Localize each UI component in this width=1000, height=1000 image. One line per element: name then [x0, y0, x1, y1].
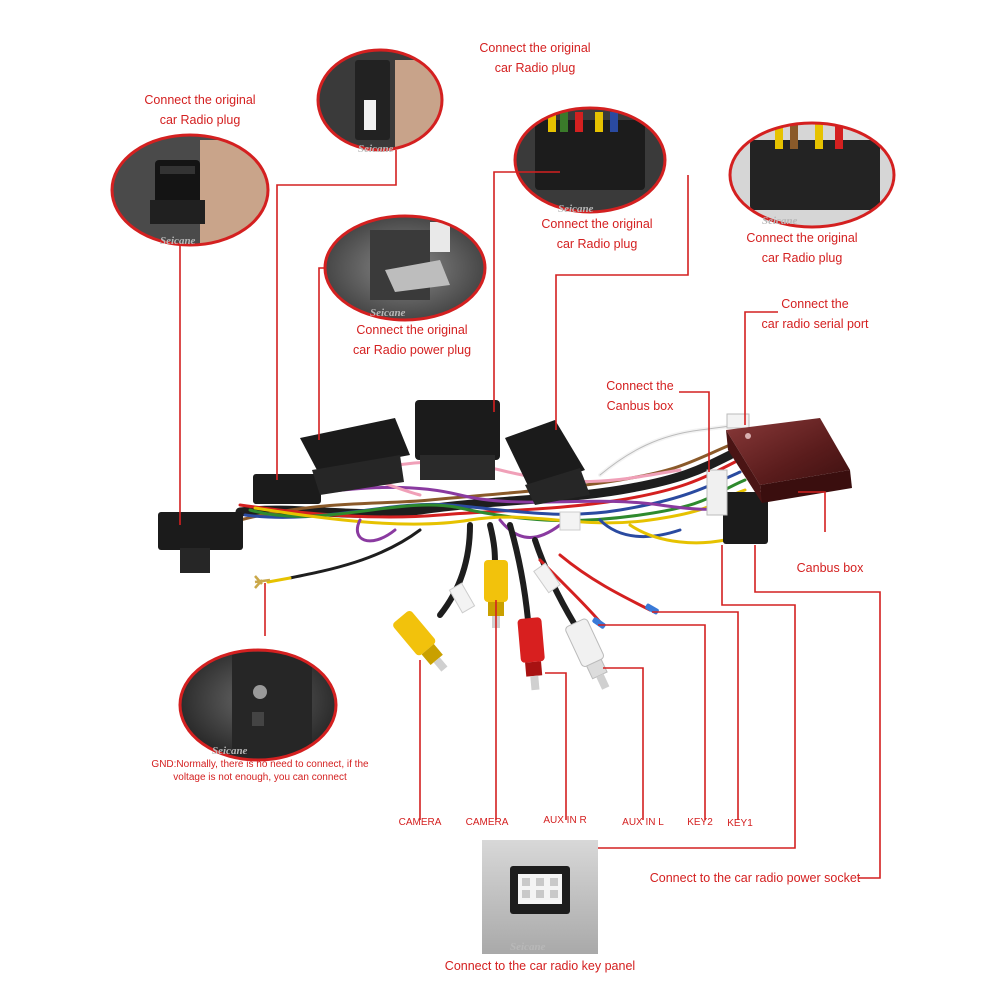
label-key-panel: Connect to the car radio key panel: [444, 959, 636, 973]
label-canbus-connect: Connect the Canbus box: [606, 379, 674, 413]
label-radio-plug-mid: Connect the original car Radio plug: [541, 217, 653, 251]
label-key2: KEY2: [687, 817, 713, 828]
photo-radio-power-plug: Seicane: [323, 214, 487, 322]
label-gnd-note: GND:Normally, there is no need to connec…: [151, 759, 369, 783]
watermark: Seicane: [212, 745, 248, 757]
watermark: Seicane: [558, 203, 594, 215]
rca-plugs: [393, 560, 610, 691]
canbus-box: [726, 418, 852, 503]
photo-radio-plug-mid: Seicane: [513, 106, 667, 215]
label-radio-plug-left: Connect the original car Radio plug: [144, 93, 256, 127]
harness-connectors: [158, 400, 768, 629]
label-camera-1: CAMERA: [398, 817, 442, 828]
label-aux-in-l: AUX IN L: [622, 817, 664, 828]
label-radio-plug-right: Connect the original car Radio plug: [746, 231, 858, 265]
label-key1: KEY1: [727, 818, 753, 829]
label-power-socket: Connect to the car radio power socket: [649, 871, 861, 885]
watermark: Seicane: [370, 307, 406, 319]
label-aux-in-r: AUX IN R: [543, 815, 587, 826]
leader-lines: [179, 150, 881, 879]
label-radio-plug-top: Connect the original car Radio plug: [479, 41, 591, 75]
label-canbus-box: Canbus box: [796, 561, 864, 575]
watermark: Seicane: [762, 215, 798, 227]
photo-radio-plug-top: Seicane: [316, 48, 444, 155]
label-camera-2: CAMERA: [465, 817, 509, 828]
photo-radio-plug-right: Seicane: [728, 121, 896, 229]
photo-key-panel: Seicane: [482, 840, 598, 954]
photo-gnd: Seicane: [178, 648, 338, 762]
watermark: Seicane: [358, 143, 394, 155]
photo-radio-plug-left: Seicane: [110, 133, 270, 247]
label-serial-port: Connect the car radio serial port: [761, 297, 869, 331]
label-radio-power-plug: Connect the original car Radio power plu…: [352, 323, 472, 357]
watermark: Seicane: [510, 941, 546, 953]
watermark: Seicane: [160, 235, 196, 247]
